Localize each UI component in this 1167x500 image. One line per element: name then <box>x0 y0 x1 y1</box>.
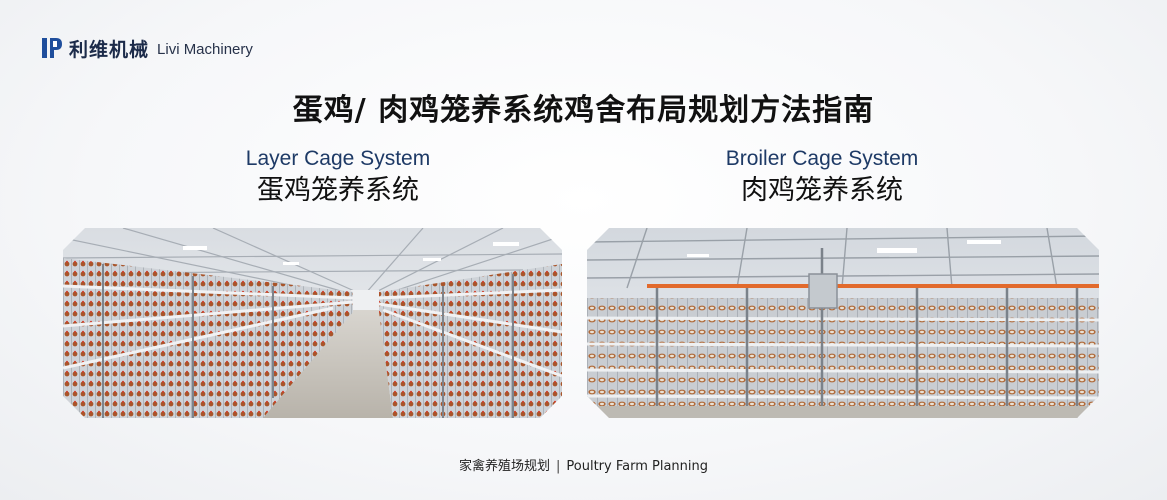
layer-heading: Layer Cage System 蛋鸡笼养系统 <box>178 146 498 208</box>
layer-heading-en: Layer Cage System <box>245 147 431 170</box>
broiler-heading-en: Broiler Cage System <box>725 147 919 170</box>
brand-name-cn: 利维机械 <box>69 38 150 61</box>
brand-name-en: Livi Machinery <box>157 41 253 58</box>
livi-logo-icon <box>42 38 62 58</box>
footer: 家禽养殖场规划 | Poultry Farm Planning <box>0 455 1167 474</box>
page-title: 蛋鸡/ 肉鸡笼养系统鸡舍布局规划方法指南 <box>292 93 875 128</box>
layer-cage-house-photo <box>63 228 562 418</box>
footer-separator: | <box>556 459 561 474</box>
broiler-heading: Broiler Cage System 肉鸡笼养系统 <box>662 146 982 208</box>
footer-en: Poultry Farm Planning <box>566 459 709 474</box>
layer-heading-cn: 蛋鸡笼养系统 <box>257 175 419 206</box>
broiler-heading-cn: 肉鸡笼养系统 <box>741 175 903 206</box>
footer-cn: 家禽养殖场规划 <box>458 459 550 474</box>
brand: 利维机械 Livi Machinery <box>41 35 253 61</box>
broiler-cage-house-photo <box>587 228 1099 418</box>
